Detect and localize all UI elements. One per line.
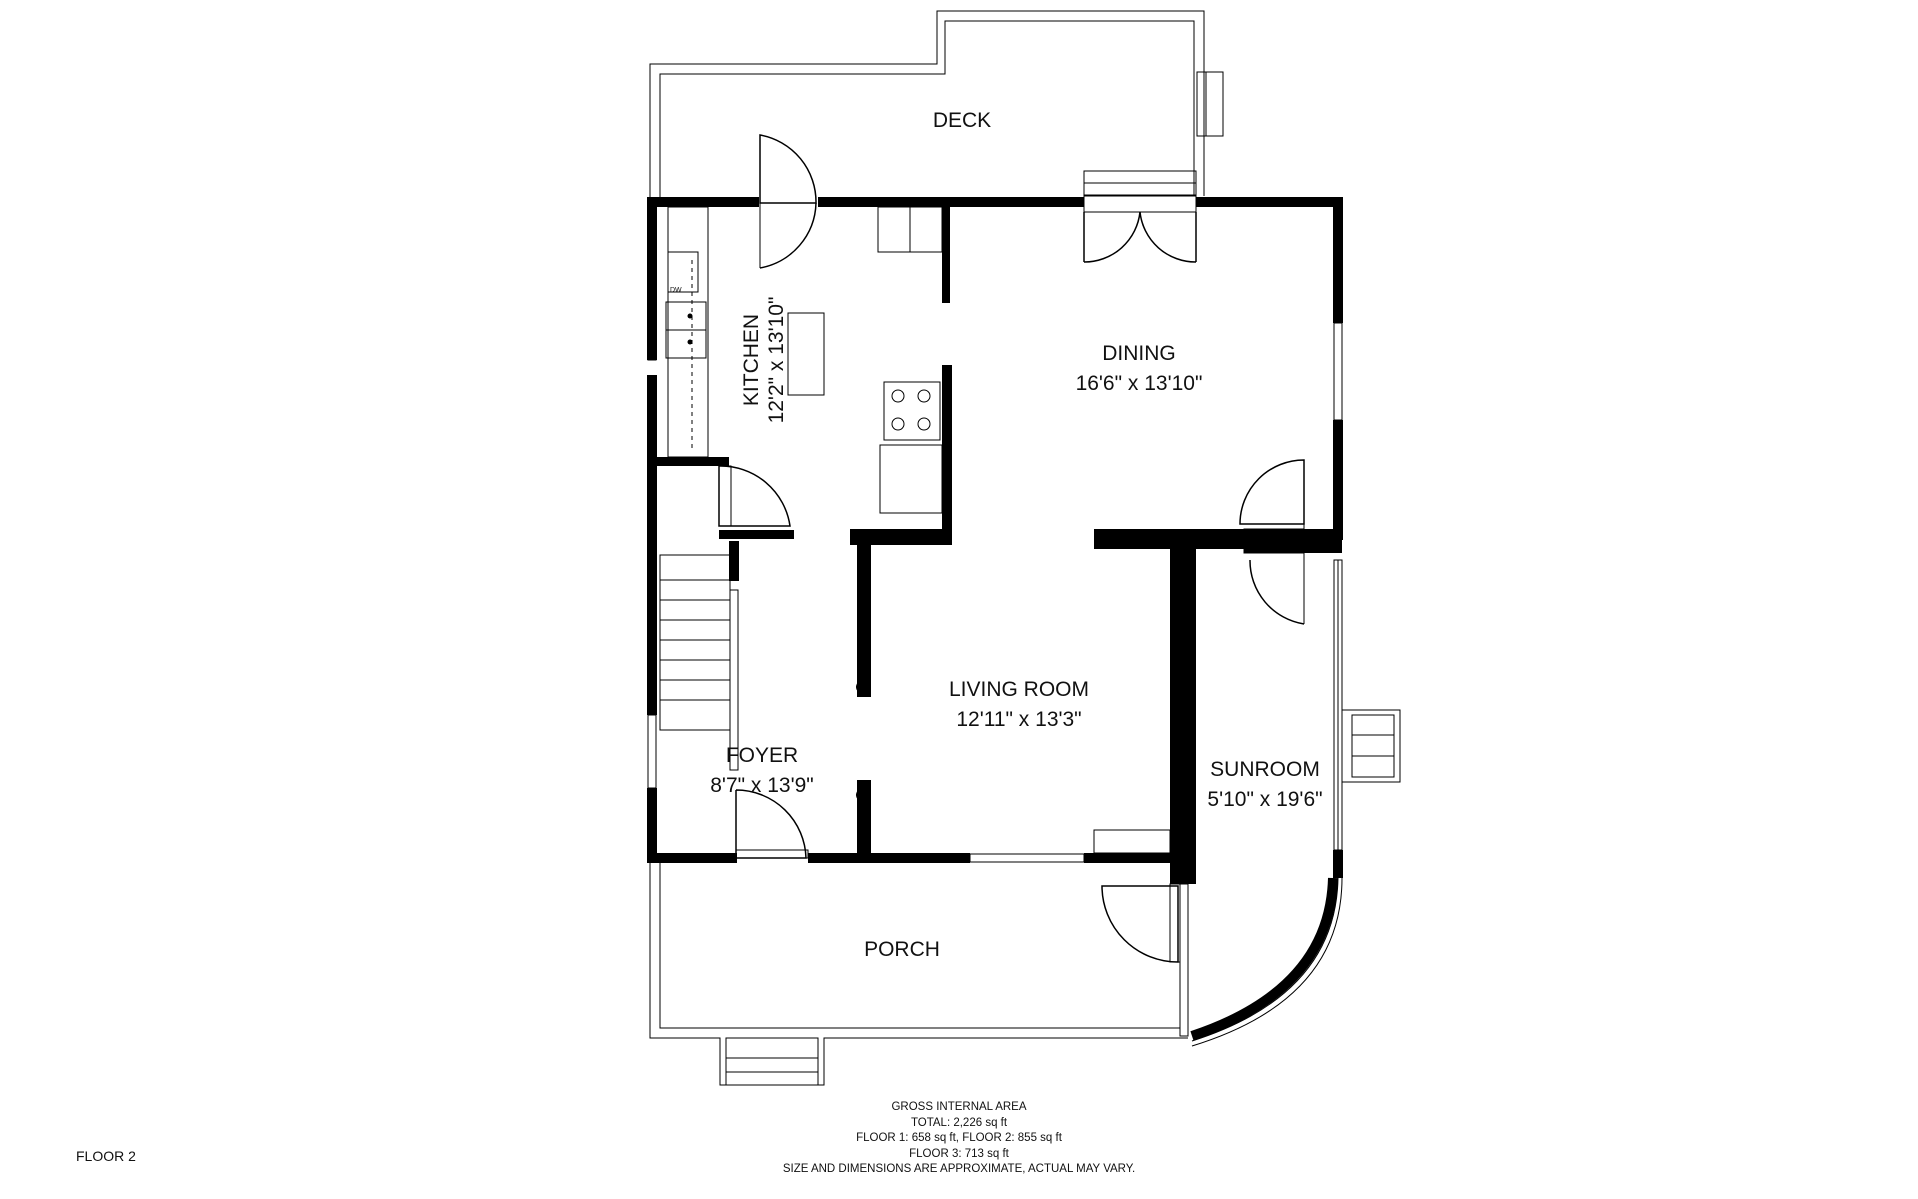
bench xyxy=(1093,829,1171,854)
sunroom-name: SUNROOM xyxy=(1210,758,1320,781)
foyer-name: FOYER xyxy=(726,744,798,767)
area-disclaimer: SIZE AND DIMENSIONS ARE APPROXIMATE, ACT… xyxy=(782,1163,1136,1175)
living-room-name: LIVING ROOM xyxy=(949,678,1089,701)
porch-area xyxy=(649,863,1188,1086)
area-floor-3: FLOOR 3: 713 sq ft xyxy=(909,1147,1009,1160)
dining-dims: 16'6" x 13'10" xyxy=(1076,372,1203,395)
kitchen-dims: 12'2" x 13'10" xyxy=(765,297,788,424)
deck-label: DECK xyxy=(933,109,991,132)
dishwasher xyxy=(667,251,699,293)
dining-name: DINING xyxy=(1102,342,1176,365)
column-dot xyxy=(856,789,868,801)
porch-label: PORCH xyxy=(864,938,940,961)
dishwasher-label: DW xyxy=(670,287,682,294)
kitchen-fixtures: DW xyxy=(665,206,1171,854)
floor-label: FLOOR 2 xyxy=(76,1148,136,1164)
deck-area xyxy=(649,10,1224,200)
area-summary: GROSS INTERNAL AREA TOTAL: 2,226 sq ft F… xyxy=(0,1100,1918,1178)
area-total: TOTAL: 2,226 sq ft xyxy=(910,1116,1008,1129)
walls xyxy=(647,197,1343,884)
kitchen-name: KITCHEN xyxy=(740,314,763,406)
sunroom-bay xyxy=(1190,709,1401,1047)
stairs xyxy=(659,554,739,771)
windows xyxy=(647,303,1343,1037)
area-floors-1-2: FLOOR 1: 658 sq ft, FLOOR 2: 855 sq ft xyxy=(856,1132,1062,1144)
area-heading: GROSS INTERNAL AREA xyxy=(891,1101,1027,1113)
column-dot xyxy=(856,681,868,693)
living-room-dims: 12'11" x 13'3" xyxy=(956,708,1081,731)
doors xyxy=(718,134,1305,963)
foyer-dims: 8'7" x 13'9" xyxy=(710,774,814,797)
range xyxy=(883,381,941,441)
kitchen-island xyxy=(787,312,825,396)
cabinet xyxy=(879,444,943,514)
sunroom-dims: 5'10" x 19'6" xyxy=(1207,788,1322,811)
